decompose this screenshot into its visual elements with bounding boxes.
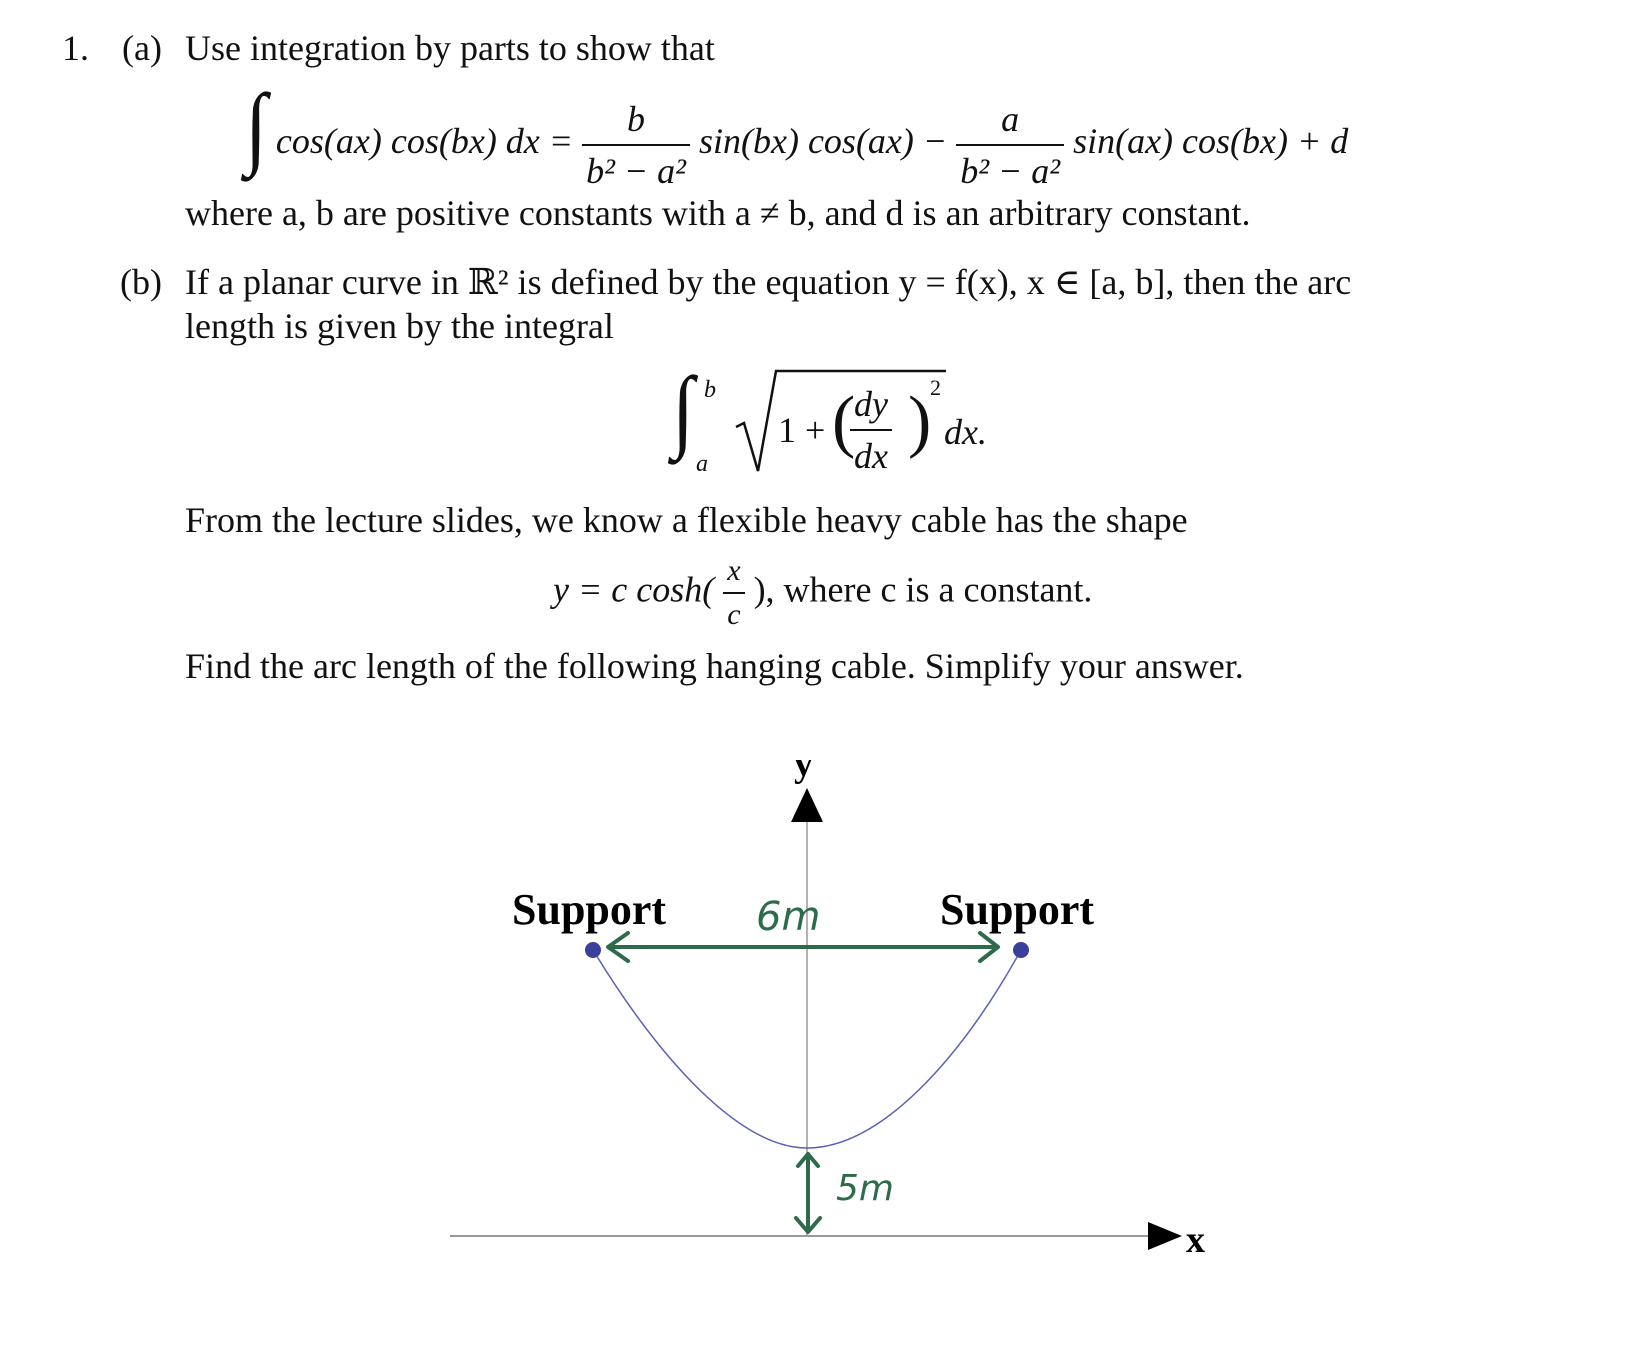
- x-axis-arrow-icon: [1148, 1222, 1182, 1250]
- equation-term2: sin(ax) cos(bx) + d: [1073, 121, 1349, 161]
- span-arrow-left-head-icon: [606, 931, 630, 963]
- cable-intro: From the lecture slides, we know a flexi…: [185, 500, 1188, 540]
- span-label: 6m: [756, 894, 820, 940]
- dx: dx: [854, 436, 888, 476]
- problem-number: 1.: [62, 28, 89, 68]
- part-b-label: (b): [120, 262, 162, 302]
- upper-limit: b: [704, 377, 716, 403]
- cable-equation-rhs: ), where c is a constant.: [753, 569, 1093, 610]
- lower-limit: a: [696, 451, 708, 477]
- cable-equation-lhs: y = c cosh(: [553, 569, 715, 610]
- span-arrow-right-head-icon: [978, 931, 1000, 963]
- cable-equation: y = c cosh( x c ), where c is a constant…: [553, 554, 1092, 632]
- integration-by-parts-equation: ∫ cos(ax) cos(bx) dx = b b² − a² sin(bx)…: [245, 76, 1349, 192]
- fraction-numerator: b: [582, 98, 690, 146]
- sag-label: 5m: [836, 1168, 894, 1209]
- part-b-line1: If a planar curve in ℝ² is defined by th…: [185, 262, 1352, 302]
- part-b-line2: length is given by the integral: [185, 306, 614, 346]
- task-statement: Find the arc length of the following han…: [185, 646, 1244, 686]
- fraction-denominator: b² − a²: [586, 150, 686, 191]
- x-over-c-fraction: x c: [723, 554, 745, 632]
- part-a-intro: Use integration by parts to show that: [185, 28, 715, 68]
- one-plus: 1 +: [778, 410, 826, 450]
- right-support-label: Support: [940, 885, 1094, 934]
- equation-term1: sin(bx) cos(ax) −: [698, 121, 948, 161]
- x-axis-label: x: [1186, 1219, 1205, 1261]
- part-a-label: (a): [122, 28, 162, 68]
- y-axis-arrow-icon: [791, 788, 823, 822]
- fraction-numerator: x: [723, 554, 745, 594]
- definite-integral-sign: ∫: [672, 359, 694, 461]
- dy-dx-fraction: dy dx: [850, 383, 892, 477]
- fraction-numerator: a: [956, 98, 1065, 146]
- right-support-dot: [1013, 942, 1029, 958]
- left-paren: (: [832, 383, 856, 460]
- equation-lhs: cos(ax) cos(bx) dx =: [275, 121, 574, 161]
- dy: dy: [850, 383, 892, 431]
- square-root-sign: [735, 369, 946, 472]
- sag-arrow-top-head-icon: [796, 1152, 820, 1168]
- integral-tail: dx.: [944, 412, 987, 452]
- integral-sign: ∫: [245, 76, 267, 178]
- sag-arrow-bottom-head-icon: [794, 1216, 822, 1234]
- fraction-a-over-b2-a2: a b² − a²: [956, 98, 1065, 192]
- fraction-denominator: c: [727, 598, 741, 631]
- y-axis-label: y: [794, 760, 813, 785]
- exponent: 2: [930, 375, 941, 400]
- fraction-b-over-b2-a2: b b² − a²: [582, 98, 690, 192]
- arc-length-integral: ∫ b a 1 + ( dy dx ) 2 dx.: [672, 359, 1012, 477]
- part-a-condition: where a, b are positive constants with a…: [185, 193, 1251, 233]
- right-paren: ): [908, 383, 932, 460]
- cable-curve: [592, 949, 1022, 1149]
- left-support-label: Support: [512, 885, 666, 934]
- hanging-cable-diagram: x y Support Support 6m 5m: [450, 760, 1205, 1261]
- fraction-denominator: b² − a²: [960, 150, 1061, 191]
- left-support-dot: [585, 942, 601, 958]
